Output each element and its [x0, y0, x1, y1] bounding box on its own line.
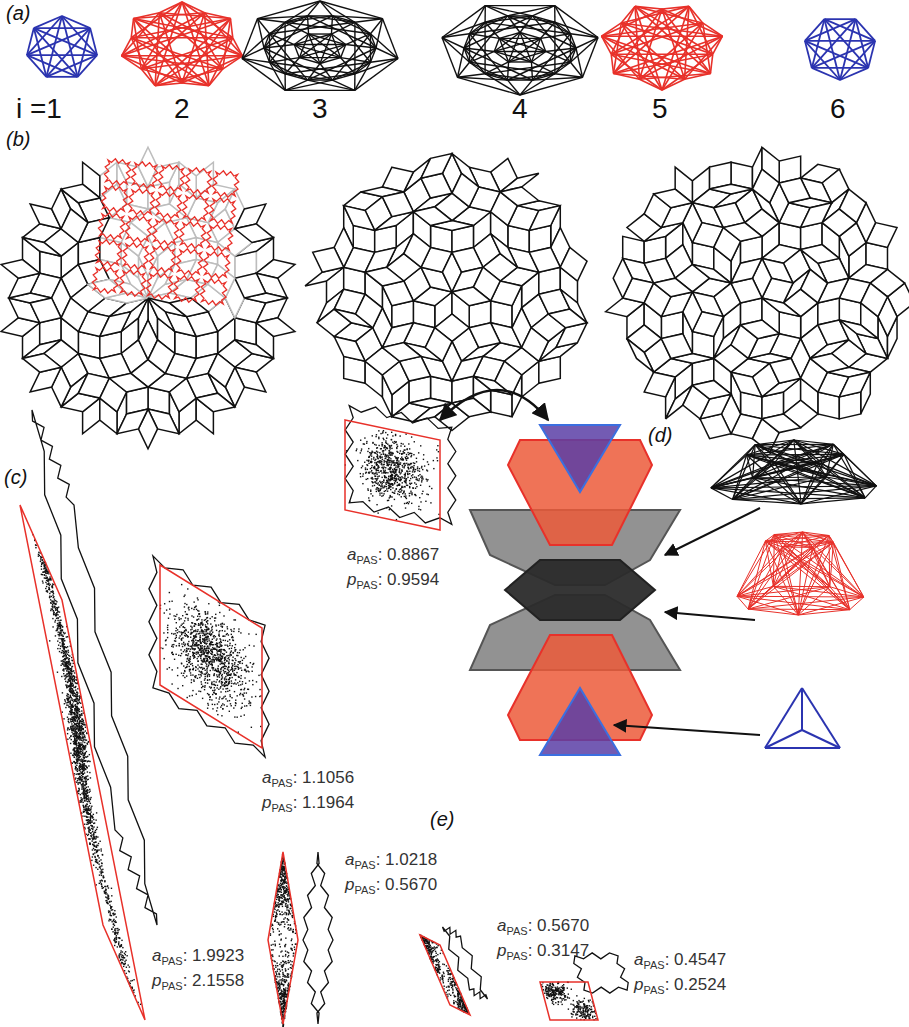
- figure-canvas: (a)i =123456(b)(c)aPAS: 0.8867pPAS: 0.95…: [0, 0, 909, 1027]
